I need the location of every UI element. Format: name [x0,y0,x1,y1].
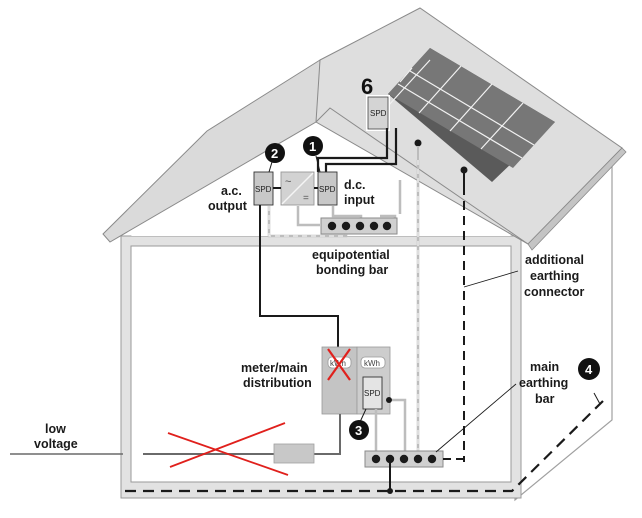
label-additional-2: earthing [530,269,579,283]
label-meter-2: distribution [243,376,312,390]
spd3-earth-wires [374,398,407,452]
meter-main-distribution: kWh kWh SPD [321,346,392,415]
marker-2: 2 [265,143,285,173]
label-equipotential-2: bonding bar [316,263,388,277]
meter-new-label: kWh [364,359,380,368]
spd-6-label: SPD [370,109,387,118]
inverter: ~ = [280,171,315,206]
spd-1-label: SPD [319,185,336,194]
marker-4-number: 4 [585,362,593,377]
roof-inner-line [315,107,529,245]
old-connection-box [273,443,315,464]
marker-1: 1 [303,136,323,173]
panel-frame-earth-point [414,139,422,147]
solar-panel-grid [387,59,535,159]
label-dc-input-2: input [344,193,375,207]
removed-connection-cross [167,422,289,476]
solar-panel [387,48,555,182]
meter-new [360,356,386,369]
label-additional-1: additional [525,253,584,267]
inverter-dc-symbol: = [303,193,309,204]
label-main-earthing-3: bar [535,392,555,406]
label-additional-3: connector [524,285,585,299]
ac-line-to-meter [259,205,339,347]
label-ac-output-1: a.c. [221,184,242,198]
spd-2-label: SPD [255,185,272,194]
marker-1-number: 1 [309,139,316,154]
panel-earth-point [460,166,468,174]
marker-3-number: 3 [355,423,362,438]
label-dc-input-1: d.c. [344,178,366,192]
leader-additional-earthing [463,270,519,288]
marker-4: 4 [578,358,601,405]
label-main-earthing-1: main [530,360,559,374]
main-earthing-bar [364,450,444,468]
equipotential-bonding-bar [320,217,398,235]
marker-6: 6 [361,74,373,99]
spd-1-dc: SPD [317,171,338,206]
spd-2-ac: SPD [253,171,274,206]
label-meter-1: meter/main [241,361,308,375]
label-low-voltage-1: low [45,422,66,436]
earth-ring-junction [387,488,393,494]
low-voltage-line-inside [143,414,341,455]
roof-right-edge [527,147,627,251]
inverter-ac-symbol: ~ [285,176,291,188]
label-main-earthing-2: earthing [519,376,568,390]
foundation-earth-electrode [125,397,607,493]
label-low-voltage-2: voltage [34,437,78,451]
spd-6: SPD 6 [361,74,390,131]
spd-3-label: SPD [364,389,381,398]
spd-3 [362,376,383,410]
label-ac-output-2: output [208,199,248,213]
label-equipotential-1: equipotential [312,248,390,262]
marker-2-number: 2 [271,146,278,161]
marker-3: 3 [349,408,369,440]
leader-main-earthing-bar [435,383,517,453]
